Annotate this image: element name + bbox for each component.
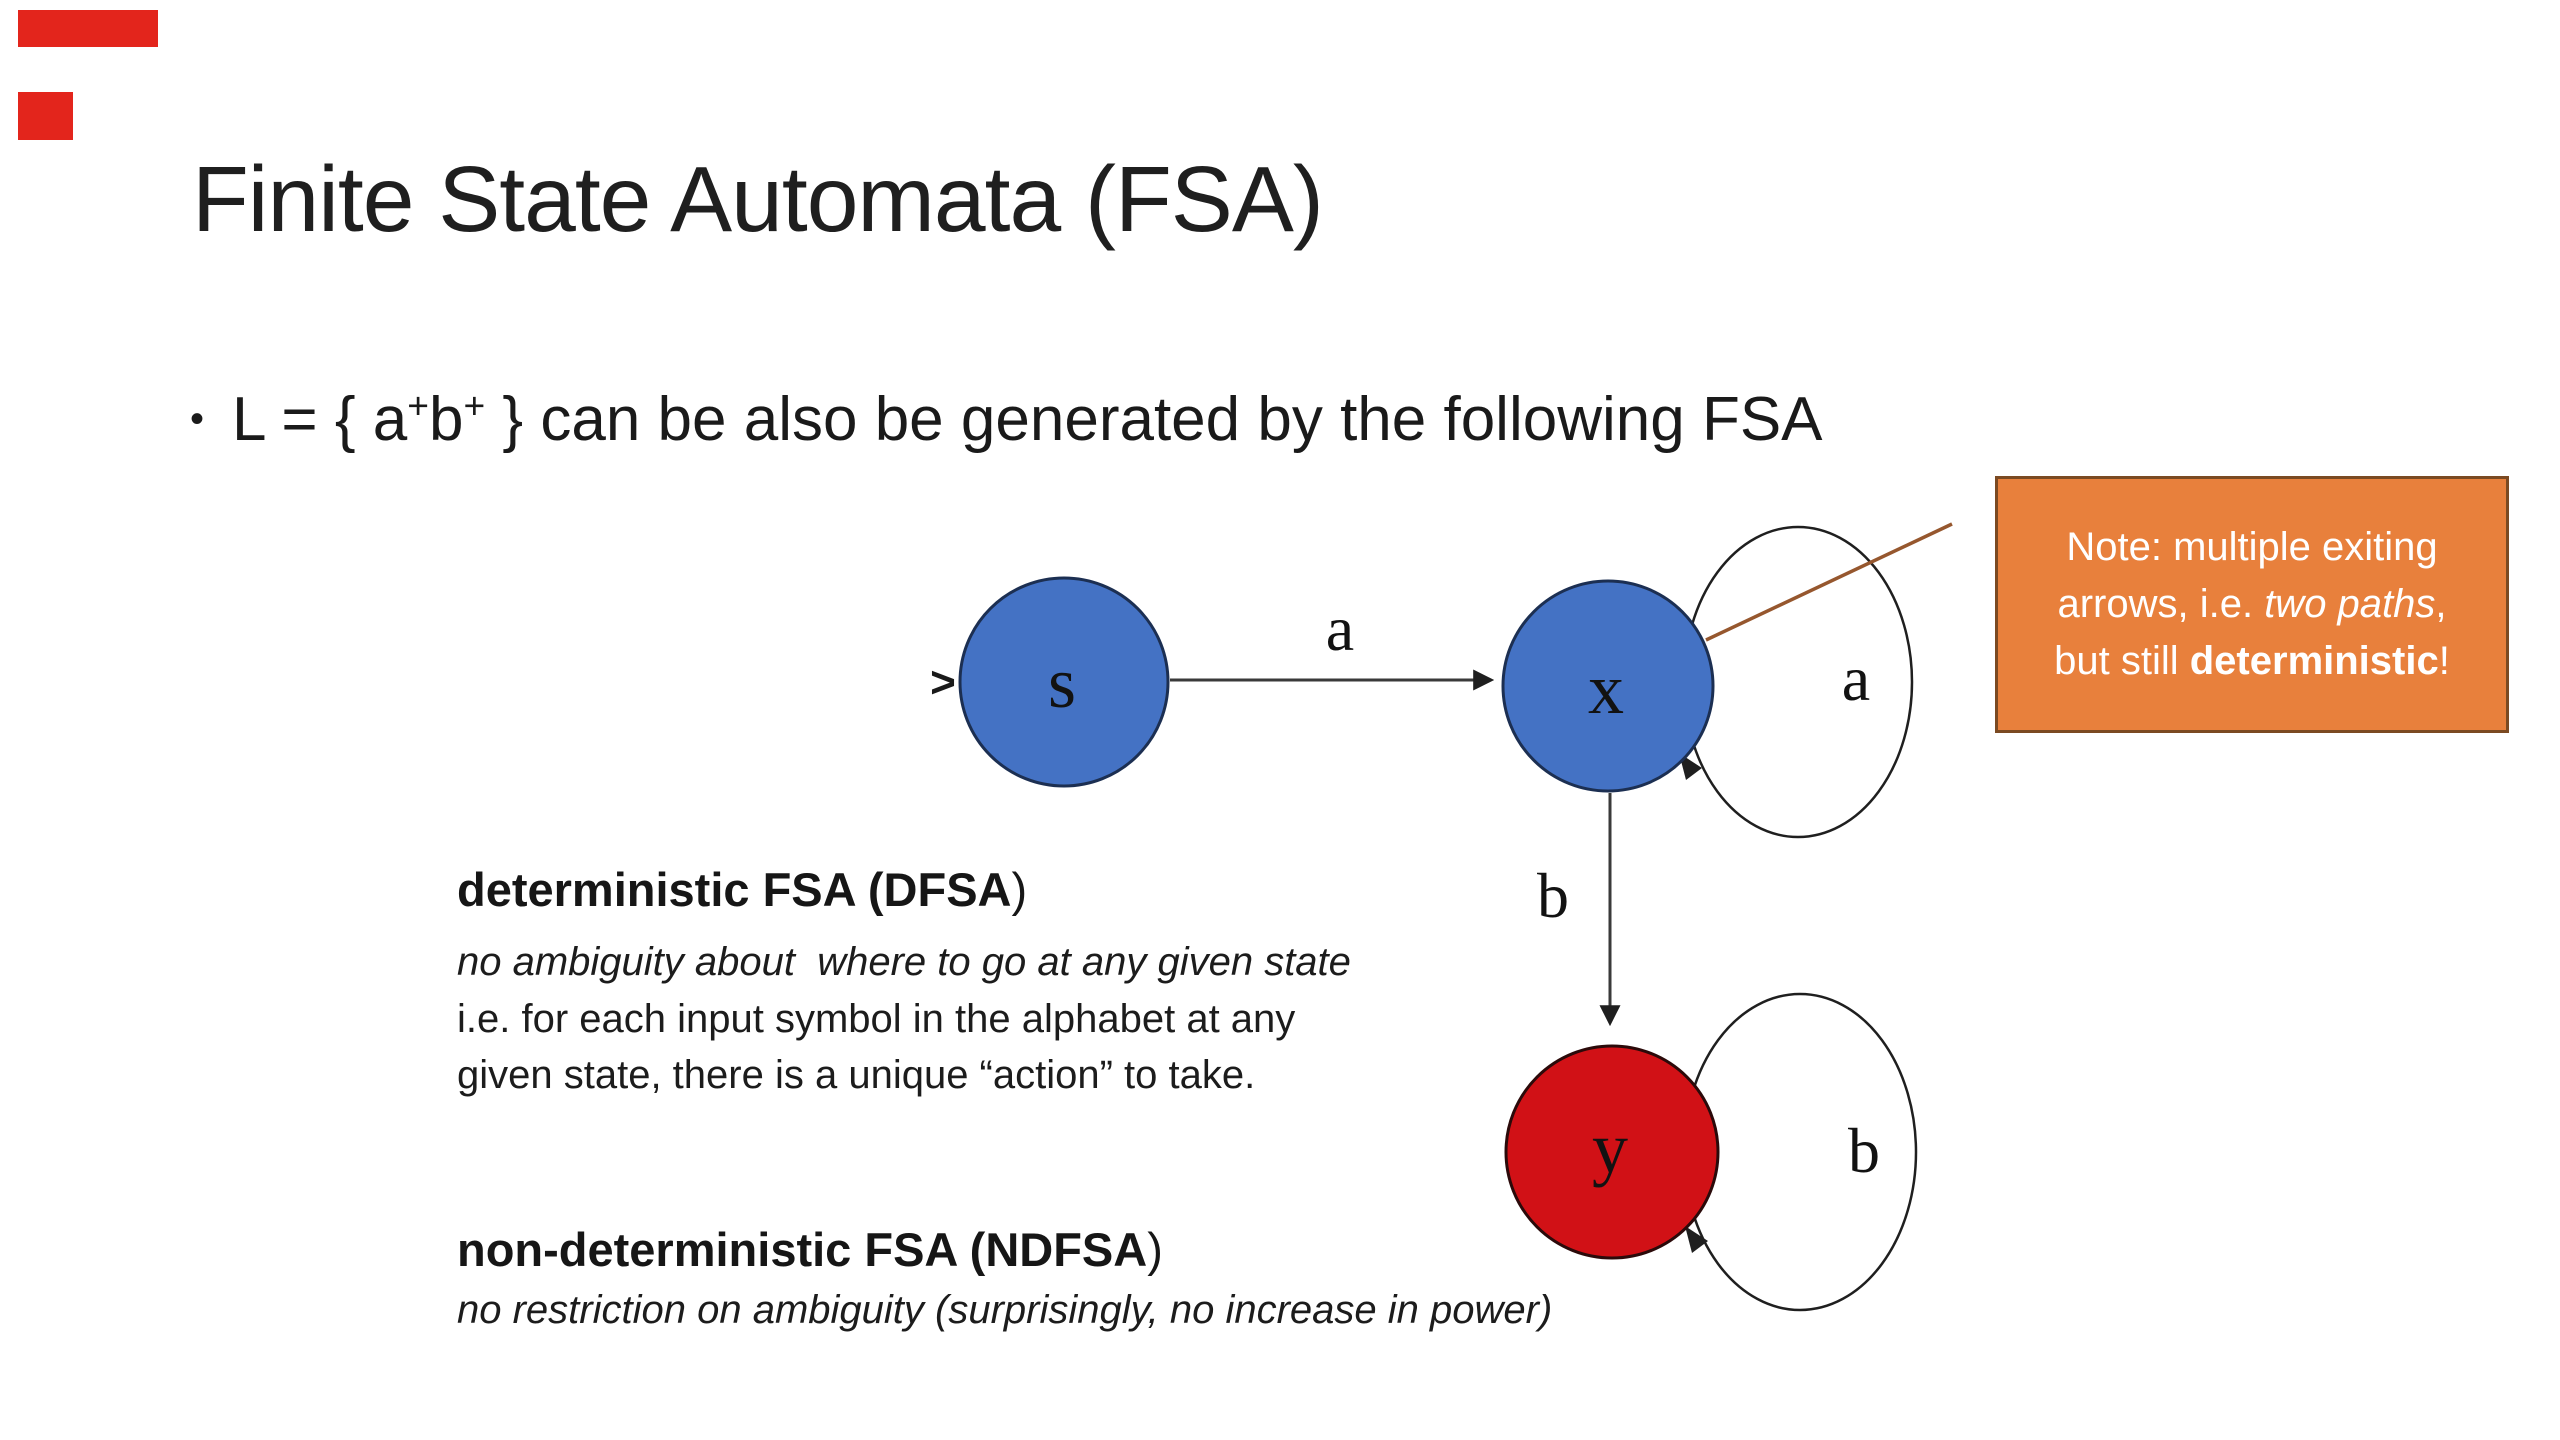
self-loop-x-label: a xyxy=(1842,643,1870,714)
self-loop-y-arrowhead-icon xyxy=(1685,1226,1708,1253)
bullet-sup2: + xyxy=(463,384,486,427)
note-line-3-post: ! xyxy=(2438,639,2450,683)
note-line-2-post: , xyxy=(2435,582,2447,626)
state-y-circle xyxy=(1504,1044,1720,1260)
red-mark-bottom xyxy=(18,92,73,140)
bullet-marker: • xyxy=(190,397,205,441)
note-line-2: arrows, i.e. two paths, xyxy=(2057,576,2446,633)
ndfsa-heading-bold: non-deterministic FSA (NDFSA xyxy=(457,1223,1148,1276)
ndfsa-desc-line-1: no restriction on ambiguity (surprisingl… xyxy=(457,1288,1553,1332)
dfsa-desc-line-2: i.e. for each input symbol in the alphab… xyxy=(457,997,1296,1041)
note-line-2-pre: arrows, i.e. xyxy=(2057,582,2265,626)
note-line-3-pre: but still xyxy=(2054,639,2190,683)
edge-x-to-y-label: b xyxy=(1537,860,1569,931)
state-x-circle xyxy=(1501,579,1715,793)
fsa-diagram: > s x y a a b b xyxy=(930,522,1953,1312)
note-line-2-italic: two paths xyxy=(2264,582,2436,626)
dfsa-desc-line-3: given state, there is a unique “action” … xyxy=(457,1053,1256,1097)
bullet-text-part1: L = { a xyxy=(232,385,408,454)
state-x-label: x xyxy=(1588,649,1624,729)
bullet-line: •L = { a+b+ } can be also be generated b… xyxy=(190,384,1823,455)
note-line-3-bold: deterministic xyxy=(2189,639,2439,683)
note-callout-box: Note: multiple exiting arrows, i.e. two … xyxy=(1995,476,2509,733)
ndfsa-heading-tail: ) xyxy=(1147,1223,1163,1276)
red-mark-top xyxy=(18,10,158,47)
page-title: Finite State Automata (FSA) xyxy=(192,147,1324,251)
dfsa-heading-tail: ) xyxy=(1011,863,1028,916)
state-s-circle xyxy=(958,576,1170,788)
start-marker: > xyxy=(930,658,956,707)
bullet-sup1: + xyxy=(407,384,429,427)
note-line-1: Note: multiple exiting xyxy=(2066,519,2437,576)
dfsa-heading-bold: deterministic FSA (DFSA xyxy=(457,863,1012,916)
note-callout-line xyxy=(1705,522,1953,642)
dfsa-heading: deterministic FSA (DFSA) xyxy=(457,862,1027,917)
note-line-1-text: Note: multiple exiting xyxy=(2066,525,2438,569)
self-loop-y-label: b xyxy=(1848,1115,1880,1186)
edge-s-to-x-label: a xyxy=(1326,593,1354,664)
ndfsa-heading: non-deterministic FSA (NDFSA) xyxy=(457,1222,1163,1277)
self-loop-x xyxy=(1682,525,1914,839)
bullet-text-part2: b xyxy=(429,385,464,454)
state-s-label: s xyxy=(1048,643,1076,723)
note-line-3: but still deterministic! xyxy=(2054,633,2450,690)
dfsa-desc-line-1: no ambiguity about where to go at any gi… xyxy=(457,940,1351,984)
bullet-text-part3: } can be also be generated by the follow… xyxy=(485,385,1823,454)
state-y-label: y xyxy=(1592,1108,1628,1188)
